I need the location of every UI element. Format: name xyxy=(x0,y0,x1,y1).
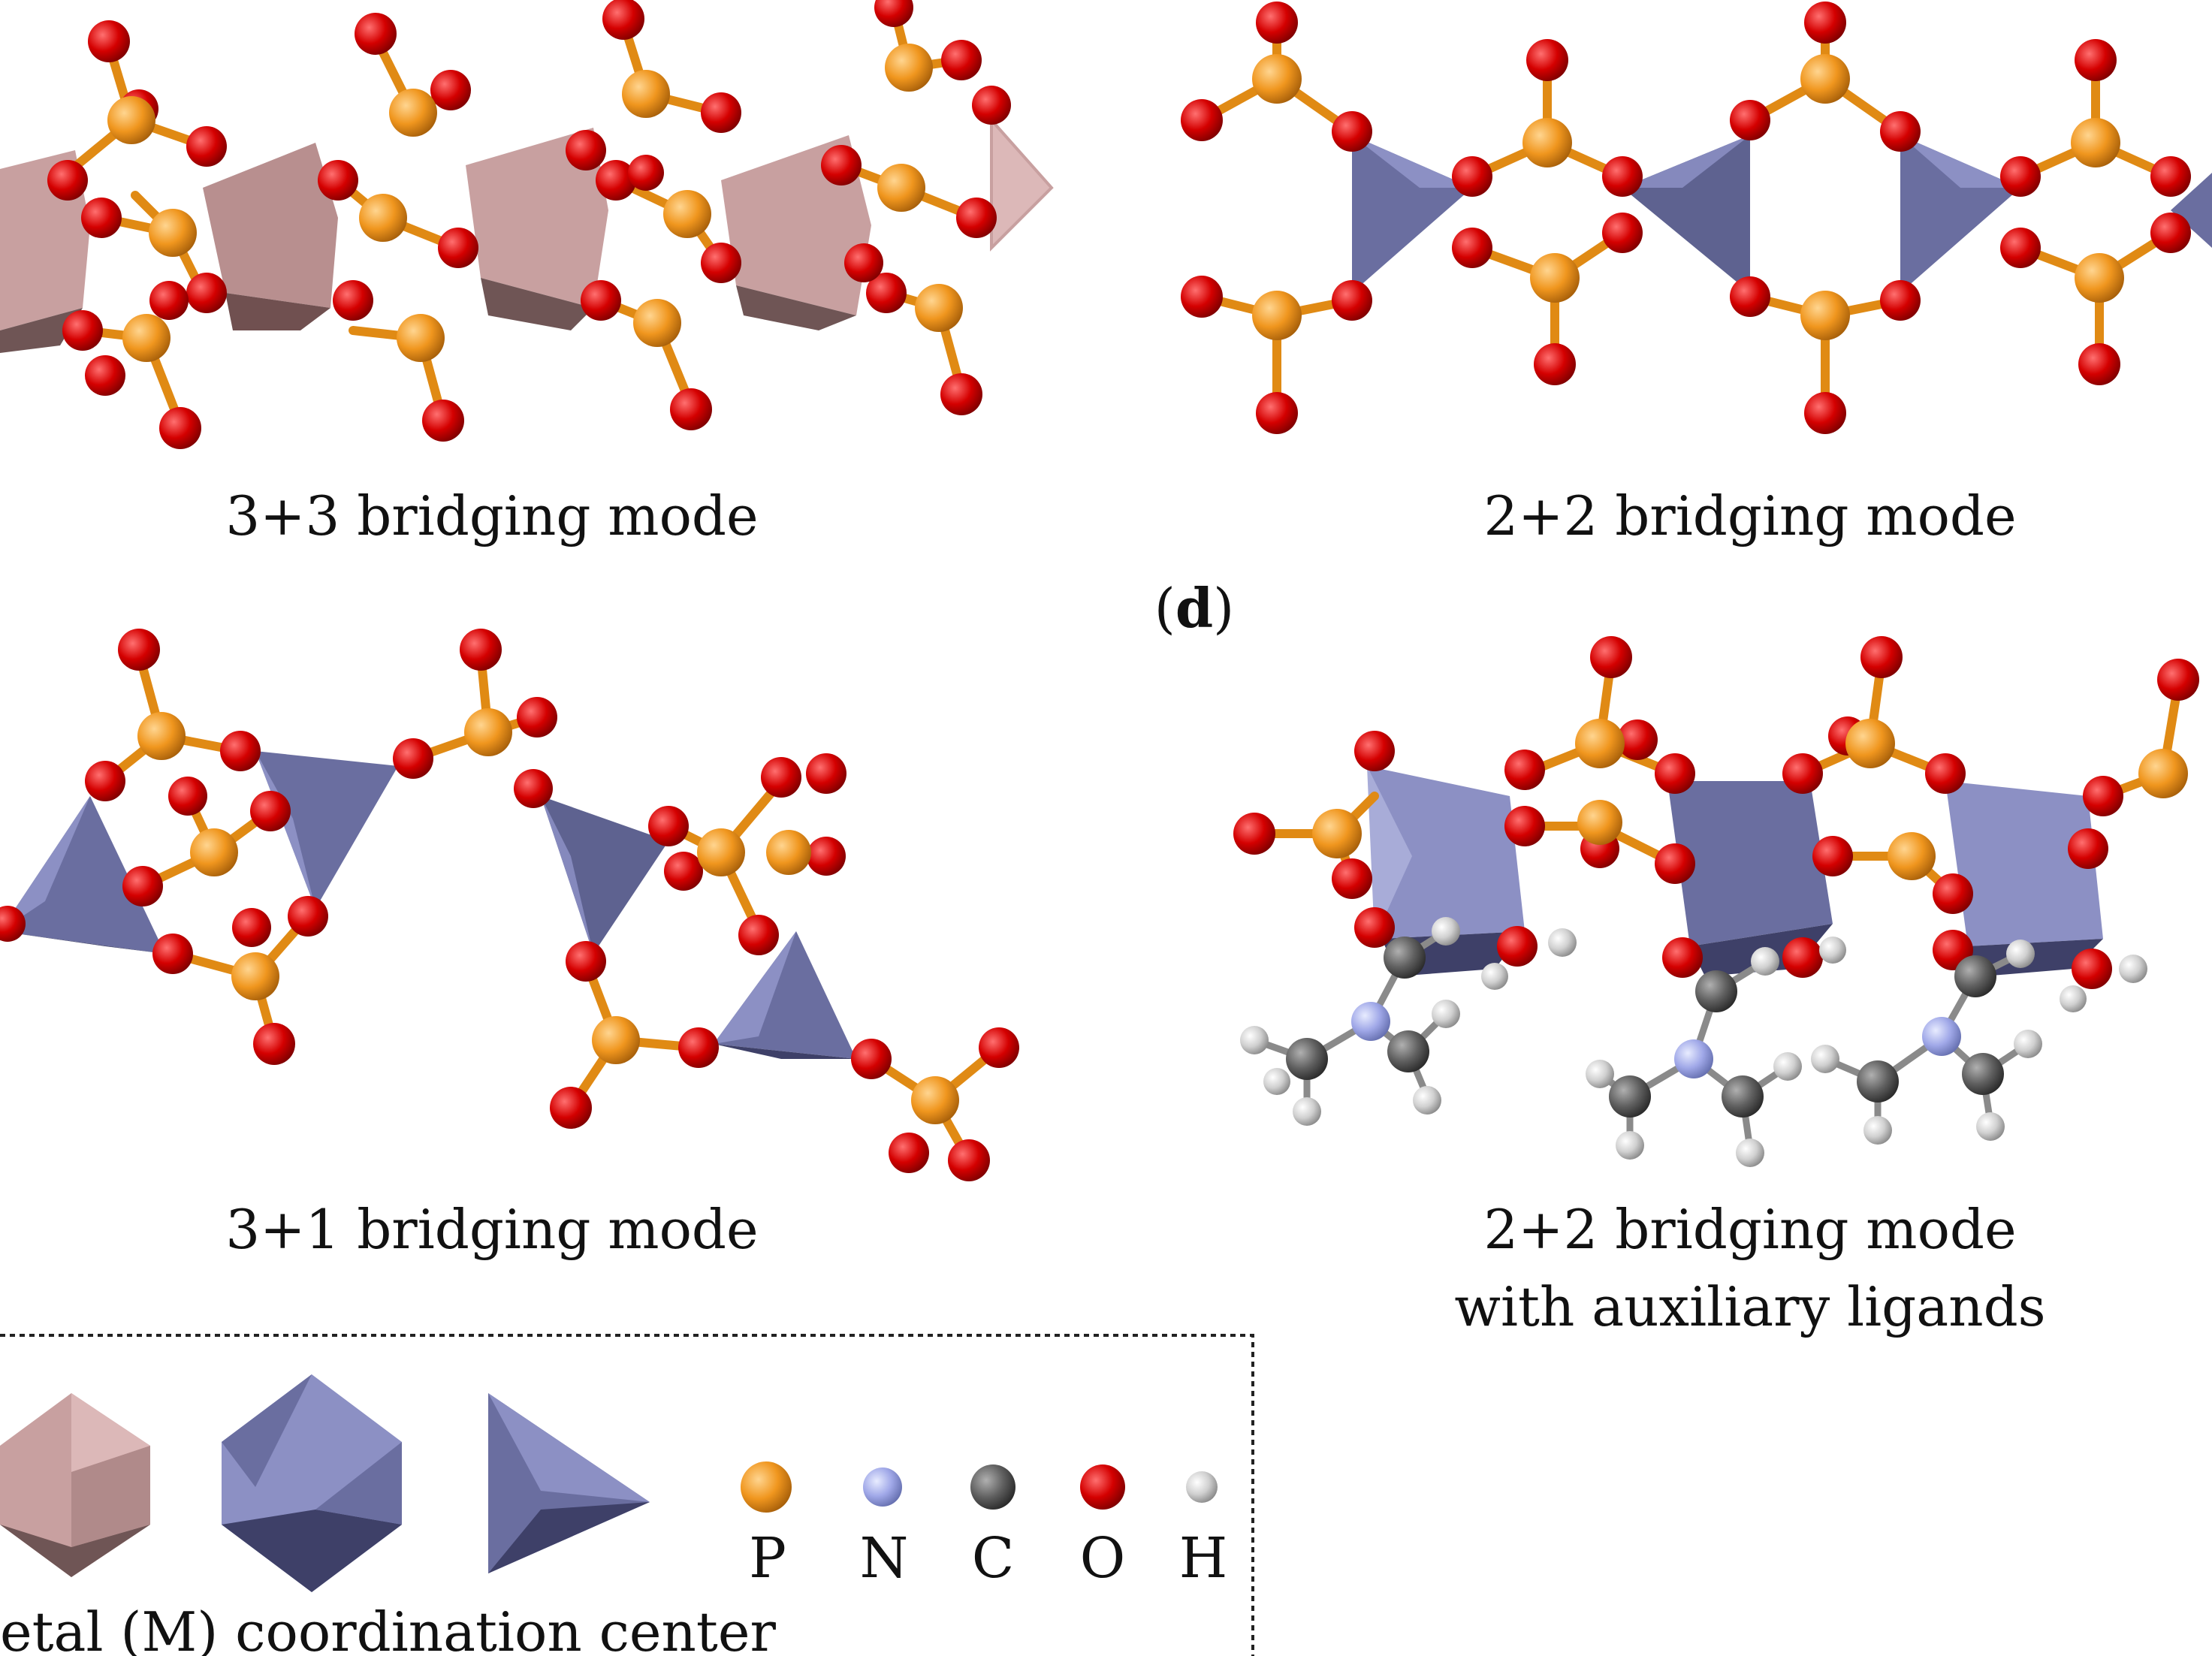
legend-label-n: N xyxy=(860,1526,909,1591)
panel-b-structure xyxy=(1181,2,2212,434)
blue-tetrahedra-b xyxy=(1352,135,2212,293)
panel-a-structure xyxy=(0,0,1054,449)
legend-box: P N C O H etal (M) coordination center xyxy=(0,1334,1254,1656)
oxygen-atoms-c xyxy=(0,629,1019,1181)
legend-atom-h xyxy=(1186,1471,1218,1503)
oxygen-atoms-a xyxy=(47,0,1011,449)
caption-d-line1: 2+2 bridging mode xyxy=(1483,1198,2016,1261)
legend-blue-octahedron xyxy=(222,1374,402,1592)
legend-label-h: H xyxy=(1179,1526,1228,1591)
phosphorus-atoms-c xyxy=(137,708,959,1124)
carbon-atoms-d xyxy=(1286,937,2004,1118)
legend-polyhedra-caption: etal (M) coordination center xyxy=(0,1600,776,1656)
legend-atom-n xyxy=(863,1467,902,1507)
phosphorus-atoms-d xyxy=(1312,719,2188,880)
legend-label-p: P xyxy=(749,1526,786,1591)
caption-b: 2+2 bridging mode xyxy=(1483,484,2016,547)
legend-label-c: C xyxy=(972,1526,1015,1591)
panel-label-d: (d) xyxy=(1154,576,1235,640)
caption-d-line2: with auxiliary ligands xyxy=(1454,1275,2045,1338)
hydrogen-atoms-d xyxy=(1240,917,2147,1167)
legend-atom-o xyxy=(1080,1464,1125,1510)
legend-atom-p xyxy=(741,1461,792,1513)
legend-label-o: O xyxy=(1080,1526,1126,1591)
panel-d-structure xyxy=(1233,636,2199,1167)
legend-atoms: P N C O H xyxy=(741,1461,1227,1591)
nitrogen-atoms-d xyxy=(1351,1002,1961,1078)
panel-label-d-letter: d xyxy=(1175,576,1213,640)
legend-atom-c xyxy=(970,1464,1015,1510)
caption-a: 3+3 bridging mode xyxy=(225,484,758,547)
panel-c-structure xyxy=(0,629,1019,1181)
legend-pink-octahedron xyxy=(0,1393,150,1577)
legend-blue-tetrahedron xyxy=(488,1393,650,1573)
phosphorus-atoms-a xyxy=(107,44,963,362)
oxygen-atoms-d xyxy=(1233,636,2199,989)
blue-octahedra-d xyxy=(1367,766,2103,976)
phosphorus-atoms-b xyxy=(1252,54,2124,340)
caption-c: 3+1 bridging mode xyxy=(225,1198,758,1261)
blue-tetrahedra-c xyxy=(0,751,856,1059)
oxygen-atoms-b xyxy=(1181,2,2191,434)
legend-border xyxy=(0,1334,1254,1656)
